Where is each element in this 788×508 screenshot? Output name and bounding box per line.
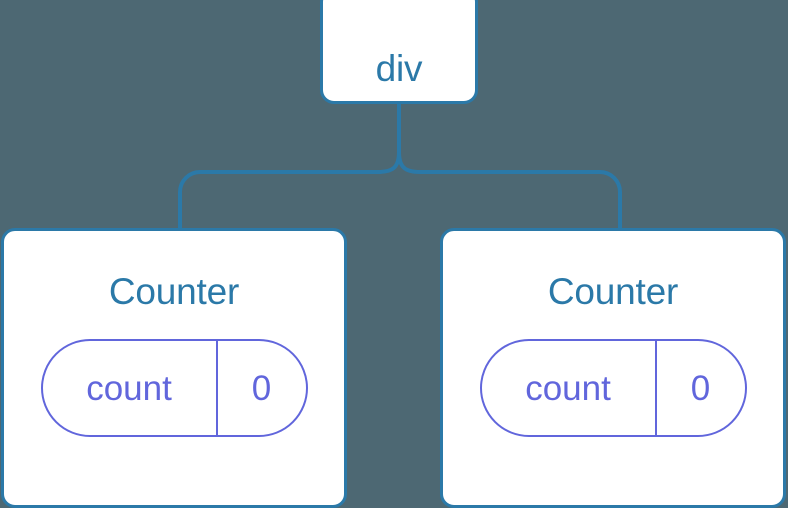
node-div-label: div bbox=[375, 48, 423, 89]
state-pill-right[interactable]: count 0 bbox=[479, 339, 747, 437]
node-counter-right-label: Counter bbox=[547, 271, 679, 312]
edge-root-to-counter-right bbox=[397, 151, 622, 229]
node-counter-left[interactable]: Counter count 0 bbox=[1, 228, 347, 508]
node-div[interactable]: div bbox=[320, 0, 478, 104]
node-counter-left-label: Counter bbox=[108, 271, 240, 312]
node-counter-right[interactable]: Counter count 0 bbox=[440, 228, 786, 508]
state-key-right: count bbox=[482, 341, 657, 435]
state-key-left: count bbox=[43, 341, 218, 435]
state-value-left: 0 bbox=[251, 368, 272, 408]
state-value-right: 0 bbox=[690, 368, 711, 408]
state-pill-left[interactable]: count 0 bbox=[40, 339, 308, 437]
edge-root-to-counter-left bbox=[178, 151, 401, 229]
